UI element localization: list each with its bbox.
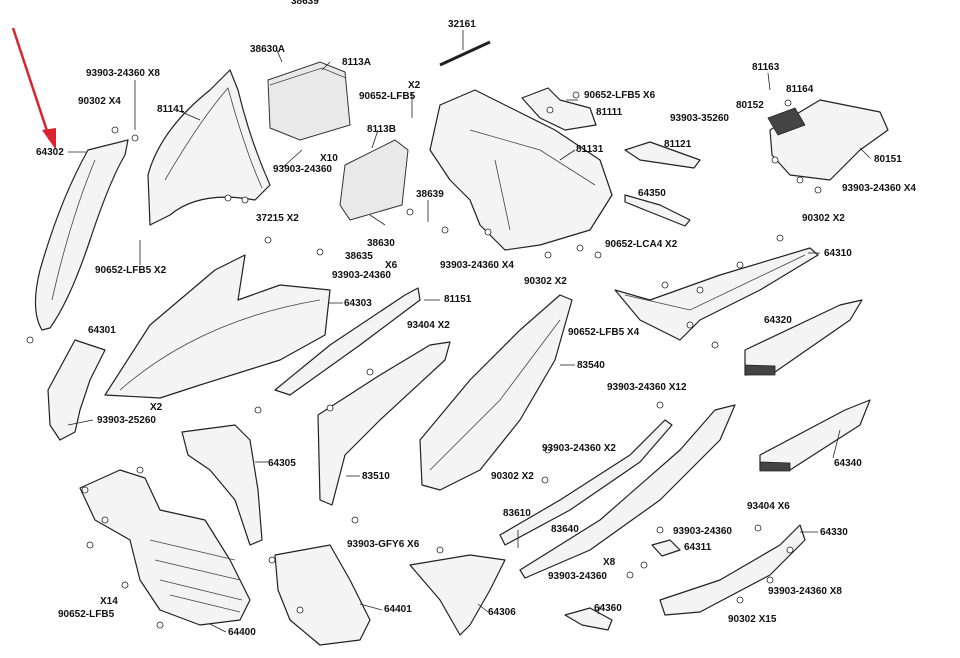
part-80152 xyxy=(767,107,806,136)
red-pointer-arrow xyxy=(11,27,56,150)
part-83510 xyxy=(317,341,451,506)
label-93903-24360-x8: 93903-24360 X8 xyxy=(86,68,160,79)
label-80151: 80151 xyxy=(874,154,902,165)
label-x14: X14 xyxy=(100,596,118,607)
label-81131: 81131 xyxy=(576,144,604,155)
label-90302-x2: 90302 X2 xyxy=(802,213,845,224)
label-83610: 83610 xyxy=(503,508,531,519)
part-8113B xyxy=(339,139,409,221)
label-32161: 32161 xyxy=(448,19,476,30)
label-80152: 80152 xyxy=(736,100,764,111)
label-81111: 81111 xyxy=(596,107,623,118)
label-64400: 64400 xyxy=(228,627,256,638)
label-93903-24360-d: 93903-24360 xyxy=(548,571,607,582)
label-64302: 64302 xyxy=(36,147,64,158)
label-38635: 38635 xyxy=(345,251,373,262)
label-93903-gfy6-x6: 93903-GFY6 X6 xyxy=(347,539,420,550)
label-64340: 64340 xyxy=(834,458,862,469)
part-81111 xyxy=(521,87,597,131)
label-93903-24360-x8-b: 93903-24360 X8 xyxy=(768,586,842,597)
label-64401: 64401 xyxy=(384,604,412,615)
label-90302-x15: 90302 X15 xyxy=(728,614,777,625)
label-81141: 81141 xyxy=(157,104,185,115)
label-90302-x2-b: 90302 X2 xyxy=(524,276,567,287)
label-64311: 64311 xyxy=(684,542,712,553)
part-64303 xyxy=(104,254,331,399)
label-83510: 83510 xyxy=(362,471,390,482)
label-93903-24360: 93903-24360 xyxy=(273,164,332,175)
leader-lines xyxy=(67,30,871,633)
label-93903-24360-b: 93903-24360 xyxy=(332,270,391,281)
label-83640: 83640 xyxy=(551,524,579,535)
label-93404-x6: 93404 X6 xyxy=(747,501,790,512)
label-37215-x2: 37215 X2 xyxy=(256,213,299,224)
label-x8: X8 xyxy=(603,557,616,568)
label-x2: X2 xyxy=(408,80,421,91)
part-81131 xyxy=(429,89,613,251)
label-64306: 64306 xyxy=(488,607,516,618)
fasteners xyxy=(26,91,822,629)
part-83610 xyxy=(499,419,673,546)
part-64350 xyxy=(624,194,691,227)
label-64301: 64301 xyxy=(88,325,116,336)
part-64400 xyxy=(79,469,251,626)
label-93903-35260: 93903-35260 xyxy=(670,113,729,124)
label-x10: X10 xyxy=(320,153,338,164)
part-64320 xyxy=(744,299,863,376)
label-64350: 64350 xyxy=(638,188,666,199)
label-8113A: 8113A xyxy=(342,57,371,68)
label-38630A: 38630A xyxy=(250,44,286,55)
label-93903-24360-c: 93903-24360 xyxy=(673,526,732,537)
label-64320: 64320 xyxy=(764,315,792,326)
label-90652-lfb5-x4: 90652-LFB5 X4 xyxy=(568,327,640,338)
label-93404-x2: 93404 X2 xyxy=(407,320,450,331)
label-90652-lfb5-b: 90652-LFB5 xyxy=(58,609,115,620)
label-90302-x4: 90302 X4 xyxy=(78,96,121,107)
label-8113B: 8113B xyxy=(367,124,396,135)
part-64305 xyxy=(181,424,263,546)
part-64301 xyxy=(47,339,106,441)
part-64330 xyxy=(659,524,806,616)
label-81151: 81151 xyxy=(444,294,472,305)
part-81141 xyxy=(147,69,271,226)
part-8113A xyxy=(267,61,351,141)
label-64360: 64360 xyxy=(594,603,622,614)
part-32161 xyxy=(439,40,491,67)
part-64306 xyxy=(409,554,506,636)
label-93903-24360-x4: 93903-24360 X4 xyxy=(842,183,916,194)
part-81151 xyxy=(274,287,421,396)
label-93903-24360-x4-b: 93903-24360 X4 xyxy=(440,260,514,271)
label-93903-24360-x2: 93903-24360 X2 xyxy=(542,443,616,454)
part-64302 xyxy=(34,139,129,331)
part-64401 xyxy=(274,544,371,646)
label-x6: X6 xyxy=(385,260,398,271)
part-64310 xyxy=(614,247,819,341)
label-90302-x2-c: 90302 X2 xyxy=(491,471,534,482)
label-64330: 64330 xyxy=(820,527,848,538)
label-38630: 38630 xyxy=(367,238,395,249)
part-83640 xyxy=(519,404,736,579)
label-38639-b: 38639 xyxy=(416,189,444,200)
part-83540 xyxy=(419,294,573,491)
label-93903-24360-x12: 93903-24360 X12 xyxy=(607,382,687,393)
label-93903-25260: 93903-25260 xyxy=(97,415,156,426)
label-x2-b: X2 xyxy=(150,402,163,413)
label-81163: 81163 xyxy=(752,62,780,73)
label-90652-lfb5-x6: 90652-LFB5 X6 xyxy=(584,90,656,101)
label-90652-lca4-x2: 90652-LCA4 X2 xyxy=(605,239,678,250)
part-81121 xyxy=(624,141,701,169)
label-64310: 64310 xyxy=(824,248,852,259)
label-90652-lfb5: 90652-LFB5 xyxy=(359,91,416,102)
label-90652-lfb5-x2: 90652-LFB5 X2 xyxy=(95,265,167,276)
label-81164: 81164 xyxy=(786,84,814,95)
label-83540: 83540 xyxy=(577,360,605,371)
label-64303: 64303 xyxy=(344,298,372,309)
label-38639: 38639 xyxy=(291,0,319,7)
label-64305: 64305 xyxy=(268,458,296,469)
part-64360 xyxy=(564,607,613,631)
label-81121: 81121 xyxy=(664,139,692,150)
part-64311 xyxy=(651,539,681,557)
